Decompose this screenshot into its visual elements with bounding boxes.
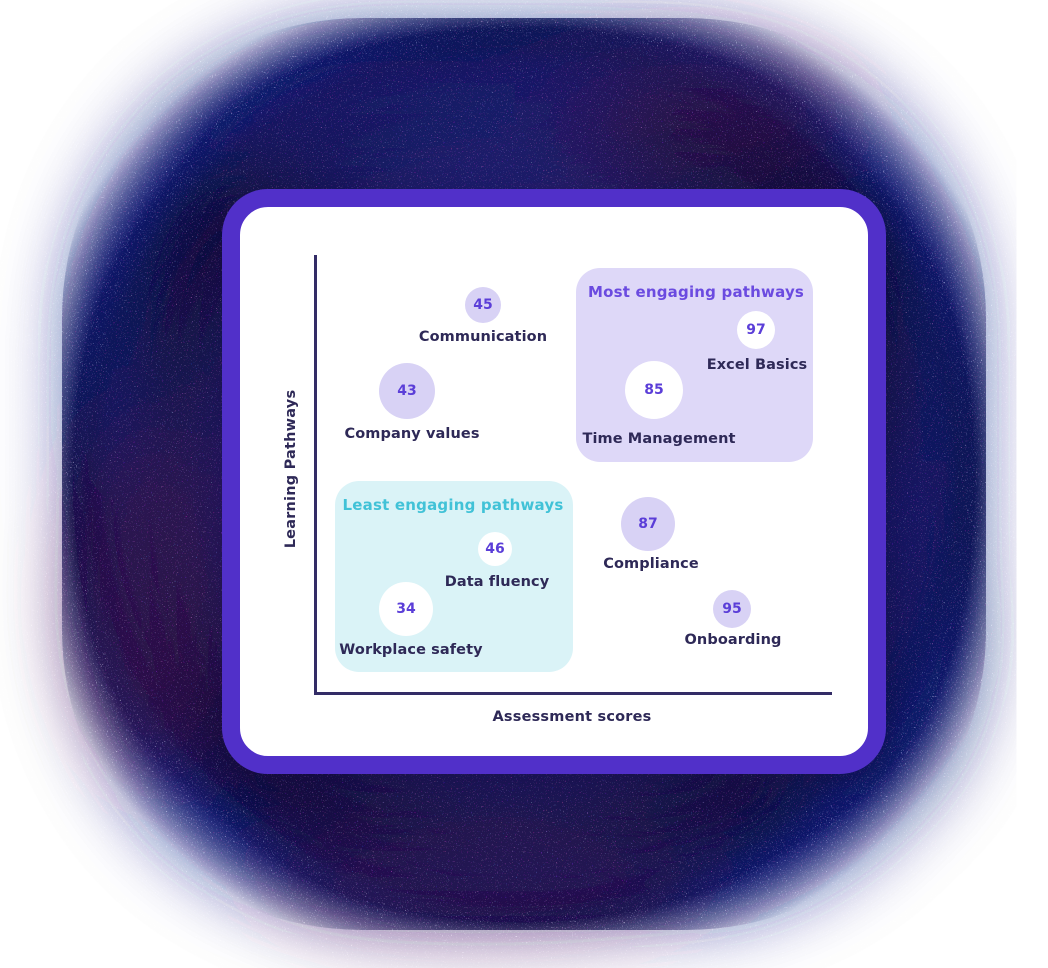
bubble-company-values: 43	[379, 363, 435, 419]
bubble-label-data-fluency: Data fluency	[444, 574, 550, 590]
least-engaging-group-title: Least engaging pathways	[342, 496, 564, 514]
bubble-label-company-values: Company values	[344, 426, 480, 442]
bubble-value: 97	[746, 322, 766, 338]
bubble-workplace-safety: 34	[379, 582, 433, 636]
bubble-communication: 45	[465, 287, 501, 323]
bubble-value: 46	[485, 541, 505, 557]
bubble-onboarding: 95	[713, 590, 751, 628]
bubble-label-time-management: Time Management	[582, 431, 736, 447]
most-engaging-group-box	[576, 268, 813, 462]
x-axis-line	[314, 692, 832, 695]
x-axis-label: Assessment scores	[492, 709, 652, 725]
least-engaging-group-box	[335, 481, 573, 672]
bubble-value: 85	[644, 382, 664, 398]
bubble-value: 45	[473, 297, 493, 313]
bubble-data-fluency: 46	[478, 532, 512, 566]
bubble-value: 95	[722, 601, 742, 617]
bubble-value: 87	[638, 516, 658, 532]
bubble-label-communication: Communication	[418, 329, 548, 345]
bubble-chart: Learning Pathways Assessment scores Most…	[240, 207, 868, 756]
y-axis-label: Learning Pathways	[283, 389, 299, 549]
chart-card: Learning Pathways Assessment scores Most…	[222, 189, 886, 774]
bubble-label-excel-basics: Excel Basics	[706, 357, 808, 373]
bubble-compliance: 87	[621, 497, 675, 551]
bubble-label-compliance: Compliance	[603, 556, 699, 572]
bubble-value: 34	[396, 601, 416, 617]
bubble-label-onboarding: Onboarding	[684, 632, 782, 648]
y-axis-line	[314, 255, 317, 695]
bubble-label-workplace-safety: Workplace safety	[339, 642, 483, 658]
bubble-excel-basics: 97	[737, 311, 775, 349]
bubble-time-management: 85	[625, 361, 683, 419]
most-engaging-group-title: Most engaging pathways	[587, 283, 805, 301]
bubble-value: 43	[397, 383, 417, 399]
